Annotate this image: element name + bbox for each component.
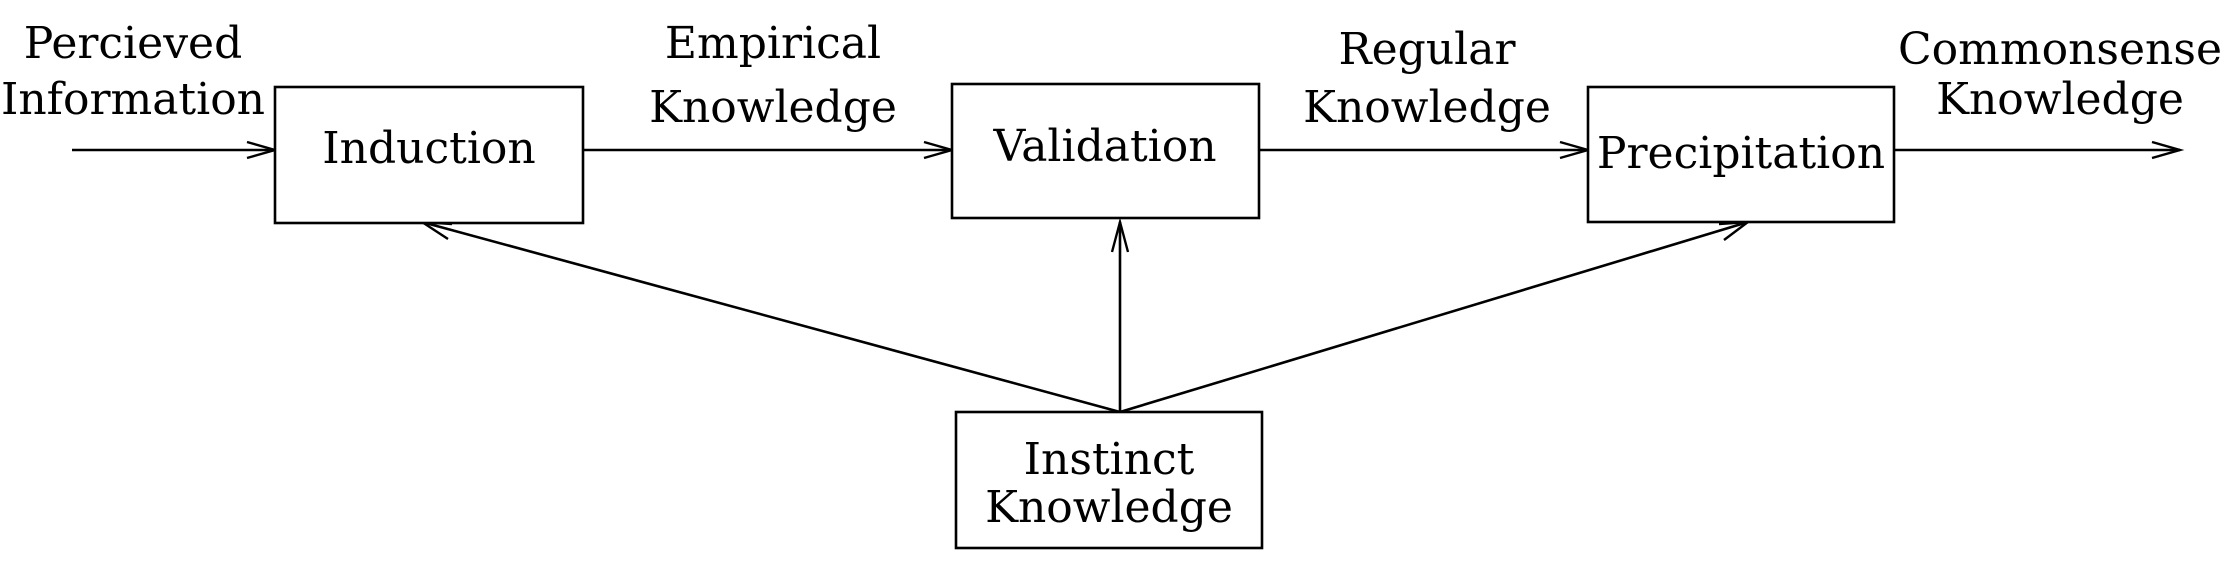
regular-knowledge-line2: Knowledge [1303,82,1551,133]
validation-label: Validation [992,121,1216,172]
regular-knowledge-line1: Regular [1338,24,1516,75]
instinct-to-validation-arrowhead [1110,217,1130,253]
instinct-to-precipitation-line [1119,220,1749,414]
empirical-knowledge-label: Empirical Knowledge [649,18,897,133]
commonsense-knowledge-line1: Commonsense [1898,24,2222,75]
induction-label: Induction [322,123,535,174]
perceived-information-label: Percieved Information [1,18,265,125]
perceived-information-line2: Information [1,74,265,125]
instinct-label-line1: Instinct [1024,434,1195,485]
instinct-label-line2: Knowledge [985,482,1233,533]
instinct-to-induction-line [421,220,1121,414]
empirical-knowledge-line1: Empirical [665,18,881,69]
commonsense-knowledge-line2: Knowledge [1936,74,2184,125]
perceived-information-line1: Percieved [24,18,243,69]
precipitation-label: Precipitation [1597,128,1885,179]
regular-knowledge-label: Regular Knowledge [1303,24,1551,133]
precipitation-node: Precipitation [1586,85,1896,224]
induction-node: Induction [273,85,585,225]
empirical-knowledge-line2: Knowledge [649,82,897,133]
output-arrowhead [2151,140,2185,160]
instinct-to-induction-arrowhead [417,220,453,241]
commonsense-knowledge-label: Commonsense Knowledge [1898,24,2222,125]
instinct-to-precipitation-arrowhead [1718,220,1752,241]
validation-node: Validation [950,82,1261,220]
instinct-knowledge-node: Instinct Knowledge [954,410,1264,550]
